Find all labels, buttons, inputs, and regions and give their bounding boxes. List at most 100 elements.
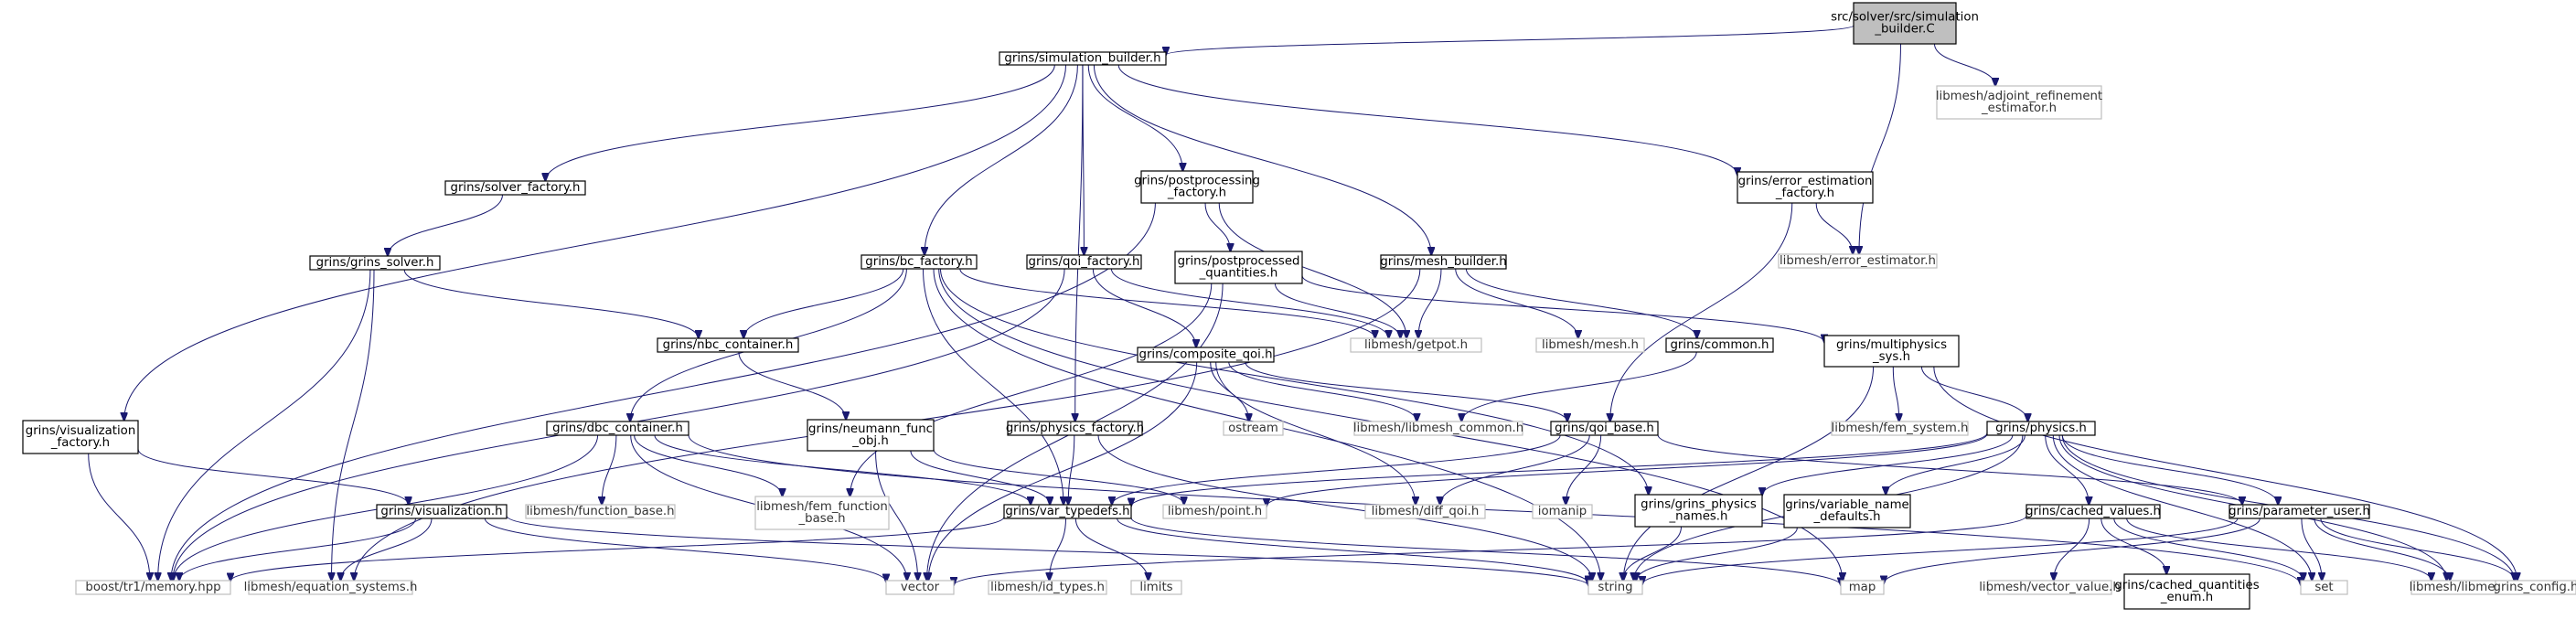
- node-box: [1535, 337, 1645, 353]
- edge-composite_qoi-to-lm_common: [1228, 361, 1417, 422]
- node-box: [1823, 335, 1960, 368]
- node-cached-q-enum[interactable]: grins/cached_quantities_enum.h: [2114, 573, 2260, 610]
- node-physics-factory[interactable]: grins/physics_factory.h: [1006, 421, 1144, 436]
- node-var-name-defaults[interactable]: grins/variable_name_defaults.h: [1783, 494, 1911, 528]
- node-box: [657, 337, 799, 353]
- node-dbc-container[interactable]: grins/dbc_container.h: [546, 421, 689, 436]
- node-adj-ref: libmesh/adjoint_refinement_estimator.h: [1936, 85, 2102, 120]
- node-label: _defaults.h: [1812, 510, 1880, 524]
- edge-multiphysics-to-fem_system: [1892, 366, 1898, 422]
- edge-vis_factory-to-memory: [88, 453, 150, 581]
- node-grins-solver[interactable]: grins/grins_solver.h: [309, 255, 441, 271]
- node-label: grins/error_estimation: [1738, 175, 1873, 188]
- node-label: grins/solver_factory.h: [451, 181, 581, 195]
- node-label: limits: [1139, 581, 1172, 594]
- node-box: [376, 504, 508, 519]
- node-sim-builder[interactable]: grins/simulation_builder.h: [999, 51, 1167, 66]
- node-lm-libmesh: libmesh/libmesh.h: [2410, 580, 2520, 595]
- edge-parameter_user-to-map: [1884, 518, 2261, 583]
- node-box: [1137, 347, 1275, 363]
- edge-composite_qoi-to-vector: [928, 361, 1198, 581]
- node-box: [2229, 504, 2370, 519]
- edge-dbc_container-to-var_typedefs: [654, 434, 1031, 505]
- node-box: [1831, 421, 1969, 436]
- node-common[interactable]: grins/common.h: [1665, 337, 1774, 353]
- edge-cached_values-to-vector_value: [2054, 518, 2090, 581]
- edge-sim_builder-to-mesh_builder: [1093, 64, 1431, 255]
- node-err-est-factory[interactable]: grins/error_estimation_factory.h: [1737, 171, 1874, 204]
- node-physics-names[interactable]: grins/grins_physics_names.h: [1634, 494, 1763, 528]
- node-diff-qoi: libmesh/diff_qoi.h: [1364, 504, 1486, 519]
- node-var-typedefs[interactable]: grins/var_typedefs.h: [1003, 504, 1132, 519]
- node-label: map: [1849, 581, 1876, 594]
- node-label: _factory.h: [50, 436, 110, 450]
- node-label: libmesh/function_base.h: [526, 505, 674, 518]
- edge-var_typedefs-to-map: [1130, 517, 1841, 585]
- node-vis-factory[interactable]: grins/visualization_factory.h: [22, 420, 139, 454]
- node-box: [754, 496, 890, 530]
- node-box: [1986, 421, 2096, 436]
- node-root: src/solver/src/simulation_builder.C: [1831, 2, 1979, 45]
- node-qoi-base[interactable]: grins/qoi_base.h: [1550, 421, 1659, 436]
- edge-physics-to-set: [2052, 434, 2312, 581]
- node-label: _estimator.h: [1981, 101, 2057, 115]
- node-label: src/solver/src/simulation: [1831, 11, 1979, 25]
- node-box: [1364, 504, 1486, 519]
- node-box: [444, 180, 586, 196]
- node-visualization[interactable]: grins/visualization.h: [376, 504, 508, 519]
- node-postproc-factory[interactable]: grins/postprocessing_factory.h: [1134, 170, 1260, 204]
- node-box: [309, 255, 441, 271]
- node-label: string: [1598, 581, 1632, 594]
- node-box: [1987, 580, 2112, 595]
- node-composite-qoi[interactable]: grins/composite_qoi.h: [1137, 347, 1275, 363]
- edge-visualization-to-equation_systems: [341, 518, 433, 581]
- node-box: [999, 51, 1167, 66]
- node-label: grins/mesh_builder.h: [1380, 255, 1506, 269]
- node-vector: vector: [885, 580, 955, 595]
- node-box: [1162, 504, 1267, 519]
- node-err-est: libmesh/error_estimator.h: [1778, 253, 1938, 269]
- node-ostream: ostream: [1223, 421, 1284, 436]
- edge-bc_factory-to-physics_names: [940, 268, 1649, 495]
- node-point: libmesh/point.h: [1162, 504, 1267, 519]
- edge-postproc_factory-to-memory: [171, 202, 1156, 581]
- node-box: [2123, 573, 2250, 610]
- node-fem-function: libmesh/fem_function_base.h: [754, 496, 890, 530]
- node-map: map: [1840, 580, 1885, 595]
- node-string: string: [1587, 580, 1643, 595]
- edge-mesh_builder-to-getpot: [1418, 268, 1442, 338]
- node-label: libmesh/fem_function: [756, 500, 888, 514]
- edge-composite_qoi-to-qoi_base: [1245, 361, 1567, 422]
- node-box: [1353, 421, 1523, 436]
- node-box: [988, 580, 1107, 595]
- node-label: libmesh/diff_qoi.h: [1372, 505, 1480, 518]
- node-getpot: libmesh/getpot.h: [1350, 337, 1482, 353]
- edge-qoi_base-to-parameter_user: [1657, 434, 2242, 506]
- node-neumann-func[interactable]: grins/neumann_func_obj.h: [807, 419, 935, 452]
- node-solver-factory[interactable]: grins/solver_factory.h: [444, 180, 586, 196]
- node-cached-values[interactable]: grins/cached_values.h: [2026, 504, 2161, 519]
- node-label: _obj.h: [851, 434, 889, 448]
- node-mesh-builder[interactable]: grins/mesh_builder.h: [1380, 254, 1507, 270]
- node-physics[interactable]: grins/physics.h: [1986, 421, 2096, 436]
- node-label: libmesh/fem_system.h: [1832, 422, 1969, 435]
- node-box: [1174, 251, 1303, 284]
- node-postprocessed-q[interactable]: grins/postprocessed_quantities.h: [1174, 251, 1303, 284]
- node-label: grins/visualization.h: [380, 505, 502, 518]
- node-nbc-container[interactable]: grins/nbc_container.h: [657, 337, 799, 353]
- node-limits: limits: [1130, 580, 1182, 595]
- edge-qoi_base-to-iomanip: [1566, 434, 1602, 505]
- node-parameter-user[interactable]: grins/parameter_user.h: [2229, 504, 2370, 519]
- node-id-types: libmesh/id_types.h: [988, 580, 1107, 595]
- node-bc-factory[interactable]: grins/bc_factory.h: [860, 254, 978, 270]
- edge-physics-to-var_typedefs: [1131, 432, 1988, 507]
- edge-root-to-adj_ref: [1934, 43, 1996, 86]
- node-label: set: [2314, 581, 2333, 594]
- node-box: [2495, 580, 2576, 595]
- dependency-edges: [88, 25, 2517, 586]
- node-lm-mesh: libmesh/mesh.h: [1535, 337, 1645, 353]
- node-iomanip: iomanip: [1532, 504, 1593, 519]
- edge-physics_names-to-string: [1623, 526, 1682, 581]
- node-multiphysics[interactable]: grins/multiphysics_sys.h: [1823, 335, 1960, 368]
- node-qoi-factory[interactable]: grins/qoi_factory.h: [1026, 254, 1142, 270]
